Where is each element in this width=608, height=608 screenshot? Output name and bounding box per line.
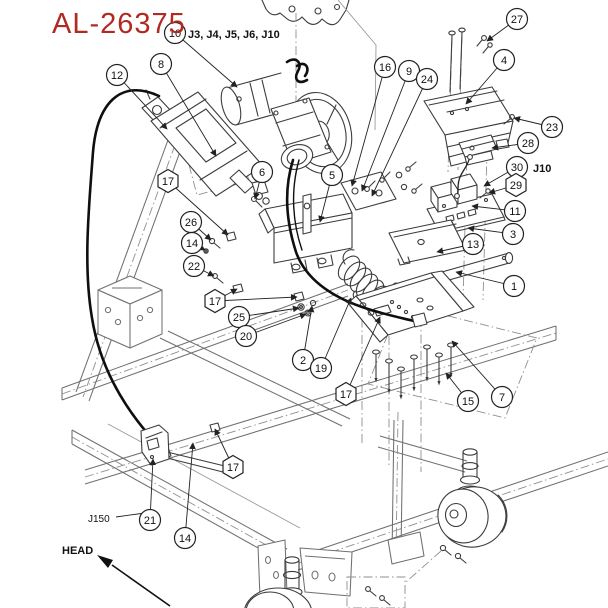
callout-16-leader	[350, 66, 386, 187]
callout-14	[180, 231, 204, 255]
callout-14	[173, 526, 197, 550]
callout-29-number: 29	[510, 180, 522, 192]
callout-17	[157, 168, 179, 194]
callout-10	[163, 21, 187, 45]
callout-9-leader	[361, 70, 410, 192]
callout-17-leader	[345, 316, 381, 395]
callout-21-number: 21	[144, 515, 156, 527]
callout-3	[501, 222, 525, 246]
head-label: HEAD	[62, 545, 93, 557]
callout-15	[456, 389, 480, 413]
callout-4-number: 4	[501, 55, 507, 67]
callout-11	[503, 199, 527, 223]
callout-27	[505, 7, 529, 31]
callout-17	[335, 381, 357, 407]
callout-16-number: 16	[379, 62, 391, 74]
callout-17-number: 17	[340, 389, 352, 401]
callout-10-leader	[174, 32, 238, 88]
callout-17-leader	[214, 293, 298, 302]
callout-2-number: 2	[300, 355, 306, 367]
callout-6	[250, 160, 274, 184]
callout-8	[149, 52, 173, 76]
base-plate	[347, 270, 475, 343]
callout-24-leader	[371, 78, 428, 197]
callout-25-number: 25	[233, 312, 245, 324]
callout-17-number: 17	[209, 296, 221, 308]
callout-24-number: 24	[421, 74, 433, 86]
callout-14-number: 14	[179, 533, 191, 545]
caster-front	[244, 556, 312, 608]
j150-label: J150	[88, 514, 110, 525]
cover-screws	[448, 27, 515, 125]
callout-17-leader	[167, 180, 229, 236]
callout-13	[461, 232, 485, 256]
connectors-note: J3, J4, J5, J6, J10	[188, 29, 280, 41]
callout-28	[516, 131, 540, 155]
caster-right	[437, 448, 508, 548]
callout-26-number: 26	[185, 217, 197, 229]
callout-9-number: 9	[406, 66, 412, 78]
callout-5-number: 5	[329, 170, 335, 182]
callout-12	[105, 63, 129, 87]
frame-screws	[365, 544, 467, 606]
part-number-title: AL-26375	[52, 8, 186, 40]
callout-5	[320, 163, 344, 187]
callout-11-number: 11	[509, 206, 520, 218]
callout-27-number: 27	[511, 14, 523, 26]
callout-4	[492, 48, 516, 72]
callout-29	[505, 172, 527, 198]
callout-1-number: 1	[511, 281, 517, 293]
callout-19	[309, 356, 333, 380]
callout-14-leader	[184, 442, 196, 539]
callout-28-number: 28	[522, 138, 534, 150]
callout-17-number: 17	[227, 462, 239, 474]
callout-19-leader	[320, 297, 352, 369]
callout-20	[234, 324, 258, 348]
callout-17	[204, 288, 226, 314]
callout-6-number: 6	[259, 167, 265, 179]
callout-15-number: 15	[462, 396, 474, 408]
j150-connector-bracket	[115, 424, 170, 518]
callout-21	[138, 508, 162, 532]
callout-14-number: 14	[186, 238, 198, 250]
callout-22	[182, 254, 206, 278]
ground-plate	[388, 219, 467, 266]
cover-plate	[423, 86, 514, 167]
callout-24	[415, 67, 439, 91]
callout-3-number: 3	[510, 229, 516, 241]
pump-pulley	[270, 91, 353, 175]
callout-12-number: 12	[111, 70, 123, 82]
callout-8-leader	[160, 63, 217, 157]
callout-12-leader	[116, 74, 168, 130]
callout-30-number: 30	[511, 162, 523, 174]
callout-17	[222, 454, 244, 480]
callout-13-number: 13	[467, 239, 479, 251]
callout-1	[502, 274, 526, 298]
callout-20-number: 20	[240, 331, 252, 343]
callout-8-number: 8	[158, 59, 164, 71]
callout-23-number: 23	[546, 122, 558, 134]
head-direction-arrow	[97, 555, 171, 607]
j10-label: J10	[533, 163, 551, 175]
callout-22-number: 22	[188, 261, 200, 273]
callout-7-number: 7	[499, 392, 505, 404]
callout-7	[490, 385, 514, 409]
callout-7-leader	[451, 340, 503, 398]
callout-17-number: 17	[162, 176, 174, 188]
motor-mount-plate	[340, 161, 423, 211]
callout-23	[540, 115, 564, 139]
mounting-bracket	[258, 193, 353, 274]
callout-19-number: 19	[315, 363, 327, 375]
plate-screws	[372, 342, 455, 400]
callout-16	[373, 55, 397, 79]
callout-10-number: 10	[169, 28, 181, 40]
